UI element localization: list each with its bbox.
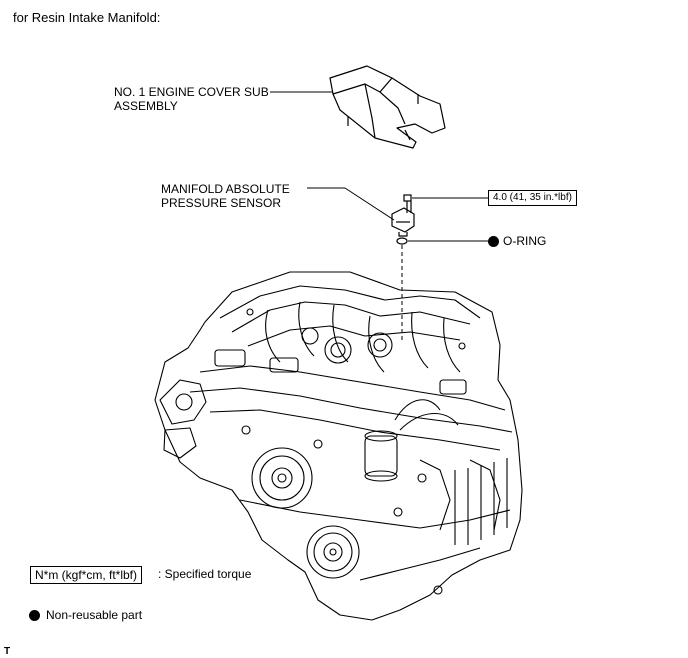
map-sensor-label-line2: PRESSURE SENSOR [161,196,282,210]
engine-cover-drawing [329,65,446,149]
legend-non-reusable-dot-icon [29,610,40,621]
torque-spec-box: 4.0 (41, 35 in.*lbf) [488,190,577,206]
non-reusable-dot-icon [488,236,499,247]
legend-non-reusable-label: Non-reusable part [46,608,143,622]
o-ring-label: O-RING [503,234,547,248]
page-title: for Resin Intake Manifold: [13,10,161,25]
legend-torque-desc: : Specified torque [158,567,252,581]
engine-cover-label-line2: ASSEMBLY [114,99,178,113]
map-sensor-label-line1: MANIFOLD ABSOLUTE [161,182,290,196]
legend-torque-unit-box: N*m (kgf*cm, ft*lbf) [30,566,143,584]
engine-cover-label-line1: NO. 1 ENGINE COVER SUB [114,85,269,99]
bolt-drawing [403,194,412,213]
engine-drawing [154,271,523,621]
map-sensor-drawing [391,207,415,237]
map-sensor-leader-d [344,187,395,221]
o-ring-drawing [396,237,408,245]
corner-mark: T [4,646,11,657]
